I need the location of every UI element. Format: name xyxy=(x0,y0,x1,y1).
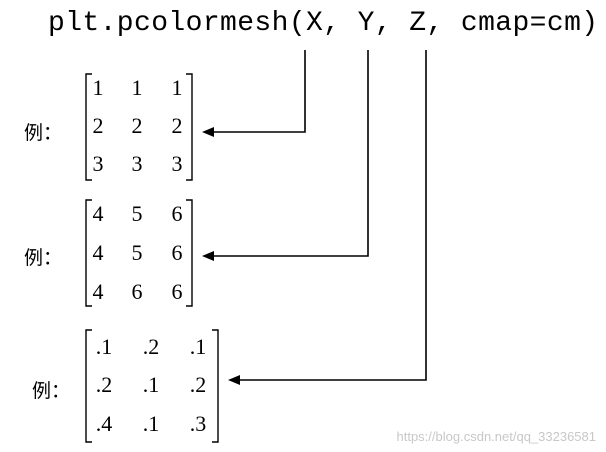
arrow-z-head xyxy=(228,375,240,385)
matrix-x-cell: 1 xyxy=(171,75,183,100)
matrix-z-cell: .3 xyxy=(189,411,207,436)
matrix-z-cell: .1 xyxy=(142,411,160,436)
watermark: https://blog.csdn.net/qq_33236581 xyxy=(396,429,597,444)
matrix-y-cell: 4 xyxy=(92,279,104,304)
matrix-x-cell: 2 xyxy=(92,113,104,138)
matrix-y-cell: 6 xyxy=(131,279,143,304)
arrow-x xyxy=(212,50,306,133)
matrix-y-cell: 6 xyxy=(171,279,183,304)
matrix-x-cell: 2 xyxy=(171,113,183,138)
matrix-y-cell: 4 xyxy=(92,201,104,226)
matrix-z-cell: .1 xyxy=(95,334,113,359)
matrix-z-cell: .1 xyxy=(142,372,160,397)
matrix-z-cell: .2 xyxy=(142,334,160,359)
matrix-x-cell: 2 xyxy=(131,113,143,138)
matrix-x-brackets xyxy=(85,73,193,181)
example-label-x: 例： xyxy=(24,122,63,144)
matrix-z-cell: .2 xyxy=(189,372,207,397)
arrow-z xyxy=(238,50,427,381)
matrix-x-cell: 1 xyxy=(92,75,104,100)
matrix-y-cell: 5 xyxy=(131,240,143,265)
matrix-y-brackets xyxy=(85,199,193,307)
pcolormesh-call: plt.pcolormesh(X, Y, Z, cmap=cm) xyxy=(48,8,599,39)
matrix-y-cell: 6 xyxy=(171,201,183,226)
matrix-z-cell: .1 xyxy=(189,334,207,359)
matrix-y-cell: 6 xyxy=(171,240,183,265)
matrix-x-cell: 3 xyxy=(171,151,183,176)
arrow-y xyxy=(212,50,369,257)
matrix-z-cell: .4 xyxy=(95,411,113,436)
matrix-x-cell: 3 xyxy=(92,151,104,176)
arrow-y-head xyxy=(202,251,214,261)
matrix-y-cell: 4 xyxy=(92,240,104,265)
matrix-y-cell: 5 xyxy=(131,201,143,226)
arrow-x-head xyxy=(202,127,214,137)
example-label-y: 例： xyxy=(24,247,63,269)
matrix-x-cell: 1 xyxy=(131,75,143,100)
matrix-x-cell: 3 xyxy=(131,151,143,176)
example-label-z: 例： xyxy=(32,380,71,402)
matrix-z-cell: .2 xyxy=(95,372,113,397)
matrix-z-brackets xyxy=(85,329,219,443)
